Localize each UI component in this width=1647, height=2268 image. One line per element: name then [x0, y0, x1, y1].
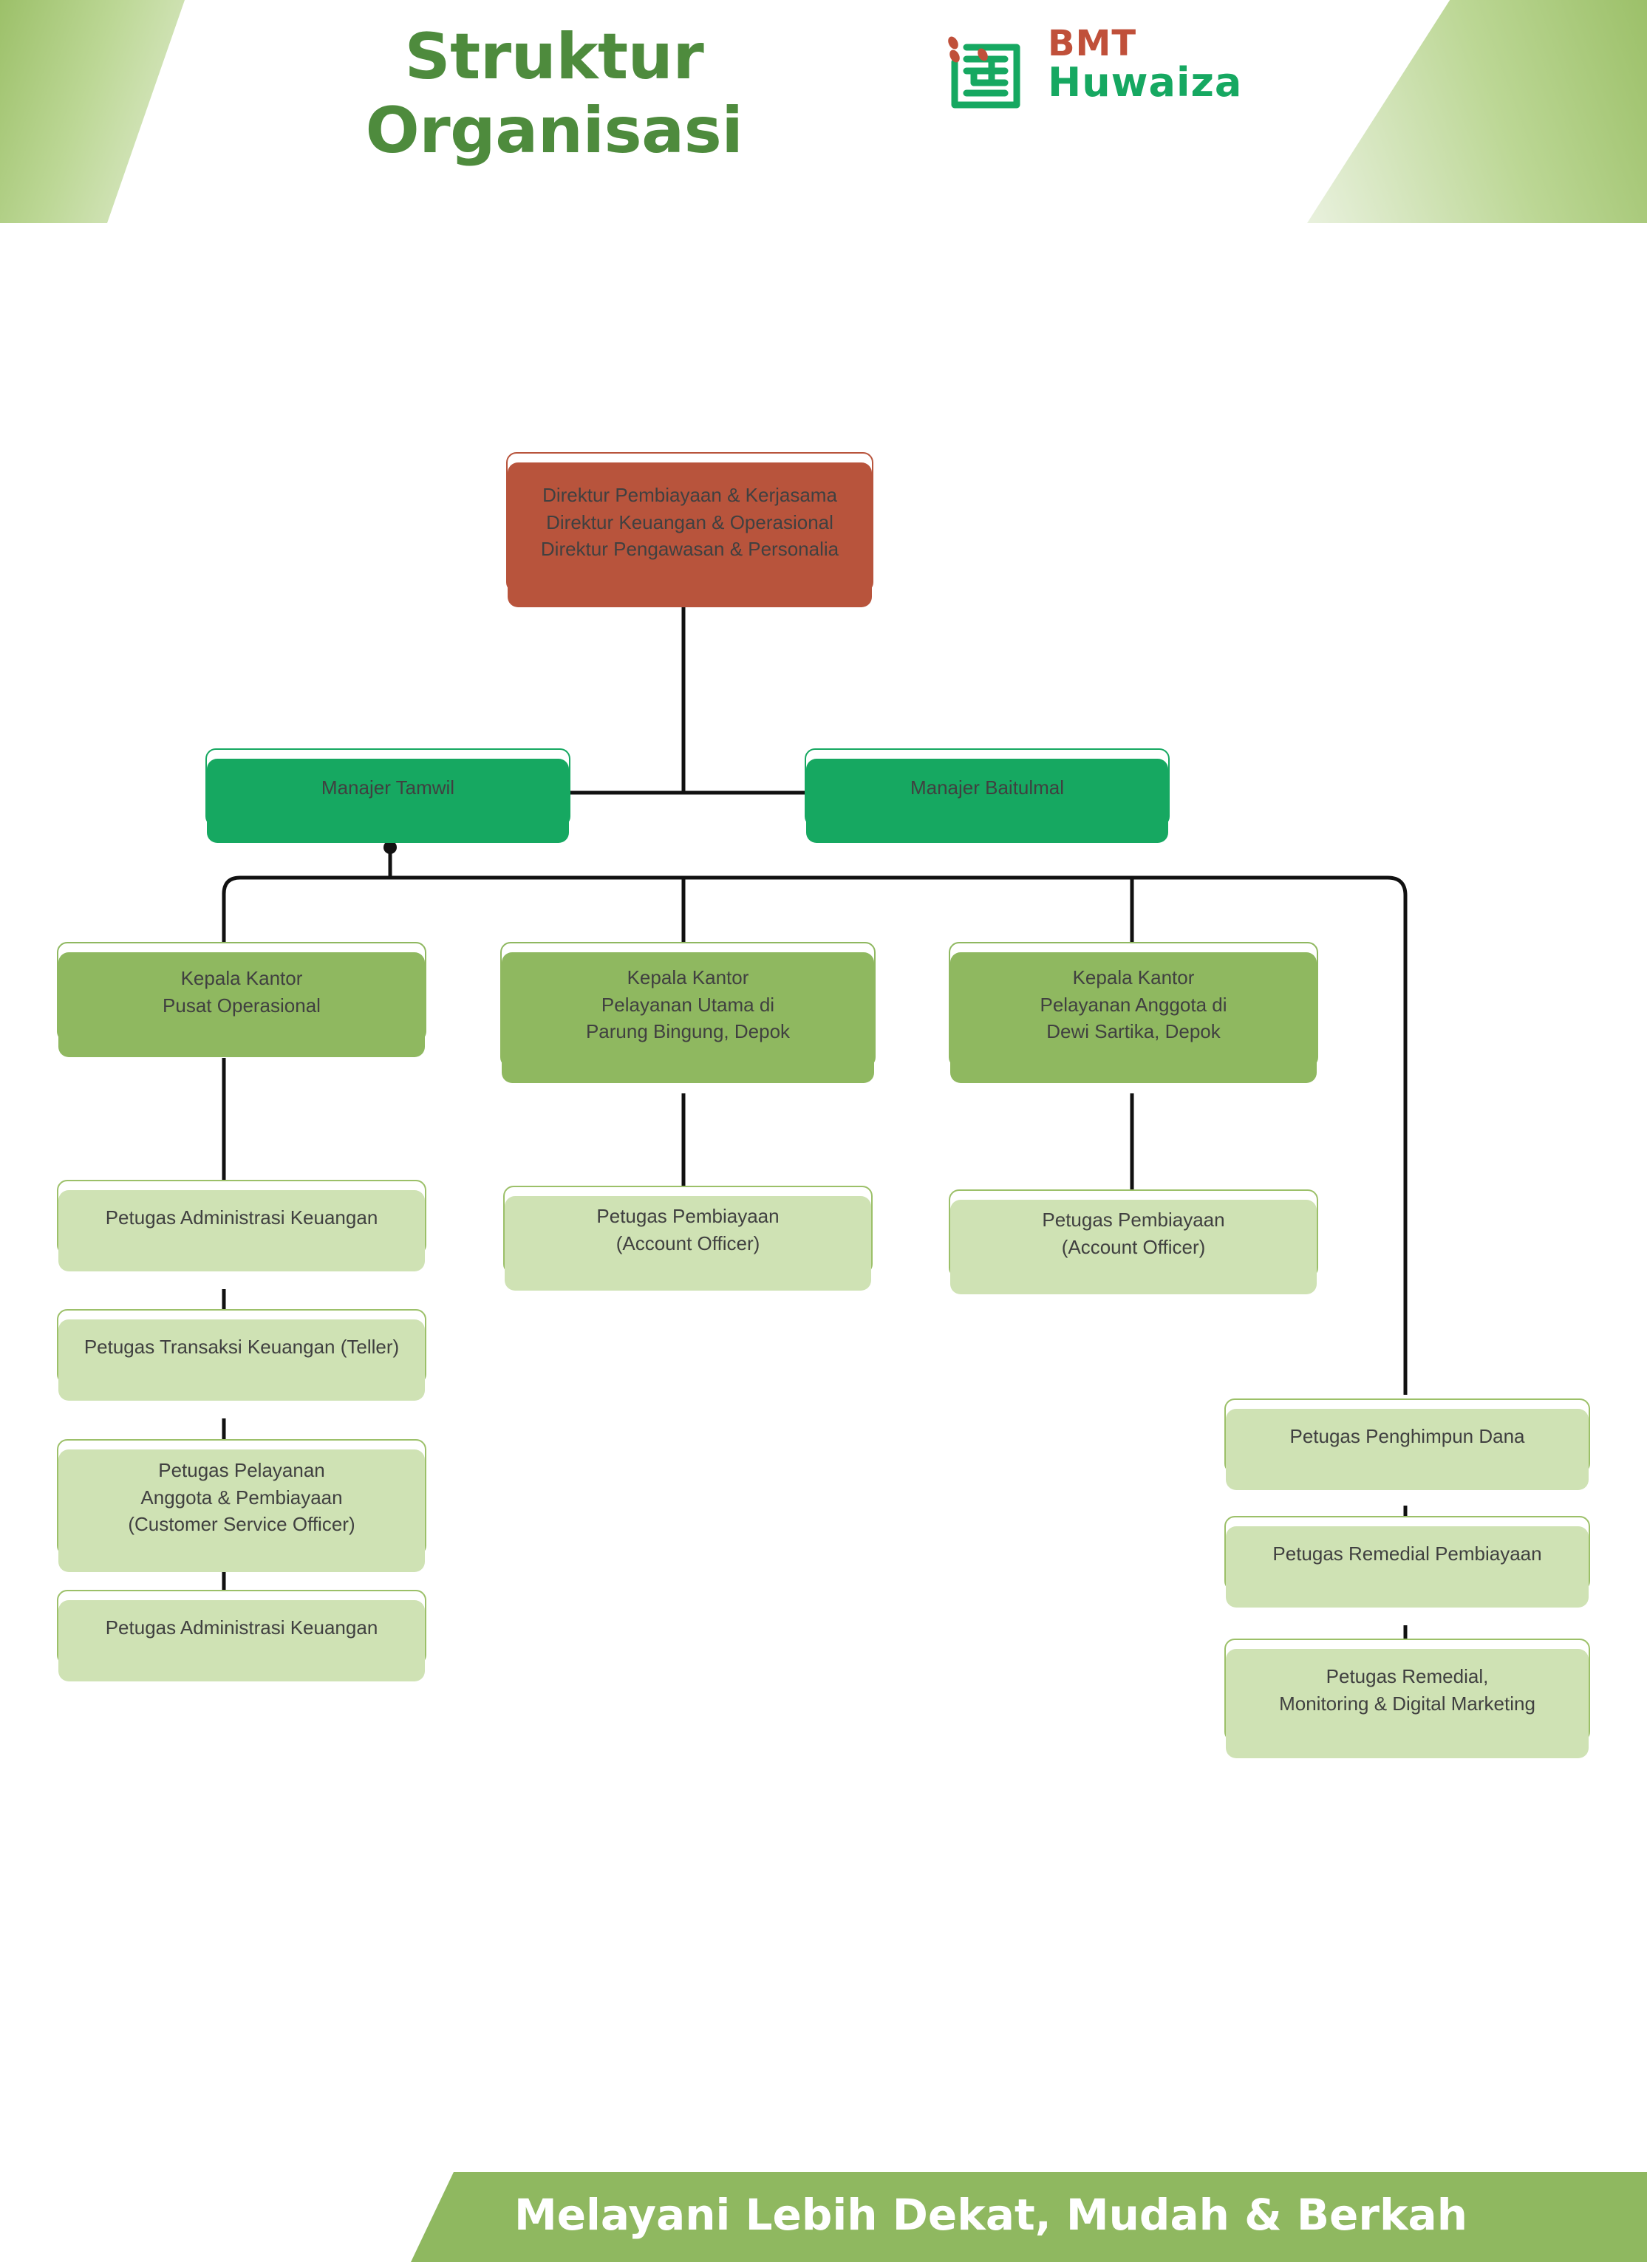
- node-remedial-pembiayaan-label: Petugas Remedial Pembiayaan: [1272, 1542, 1542, 1565]
- node-pelayanan-cso[interactable]: Petugas Pelayanan Anggota & Pembiayaan (…: [57, 1439, 426, 1572]
- node-kepala-kantor-dewi-sartika-label: Kepala Kantor Pelayanan Anggota di Dewi …: [1040, 966, 1227, 1043]
- footer-tagline: Melayani Lebih Dekat, Mudah & Berkah: [514, 2190, 1467, 2240]
- node-transaksi-teller[interactable]: Petugas Transaksi Keuangan (Teller): [57, 1309, 426, 1401]
- node-manajer-tamwil-label: Manajer Tamwil: [321, 776, 455, 799]
- page-title-line-1: Struktur: [404, 20, 704, 94]
- node-adm-keuangan-2[interactable]: Petugas Administrasi Keuangan: [57, 1590, 426, 1681]
- page-title-line-2: Organisasi: [365, 93, 743, 168]
- node-remedial-monitoring[interactable]: Petugas Remedial, Monitoring & Digital M…: [1224, 1639, 1590, 1758]
- node-adm-keuangan-1-label: Petugas Administrasi Keuangan: [105, 1206, 378, 1229]
- node-kepala-kantor-pusat[interactable]: Kepala Kantor Pusat Operasional: [57, 942, 426, 1057]
- node-pelayanan-cso-label: Petugas Pelayanan Anggota & Pembiayaan (…: [128, 1458, 355, 1536]
- brand-huwaiza-text: Huwaiza: [1048, 59, 1243, 106]
- node-adm-keuangan-1[interactable]: Petugas Administrasi Keuangan: [57, 1180, 426, 1271]
- node-kepala-kantor-parung-label: Kepala Kantor Pelayanan Utama di Parung …: [585, 966, 791, 1043]
- brand-logo: BMT Huwaiza: [944, 25, 1329, 117]
- node-ao-parung-label: Petugas Pembiayaan (Account Officer): [596, 1205, 780, 1254]
- node-adm-keuangan-2-label: Petugas Administrasi Keuangan: [105, 1616, 378, 1639]
- node-penghimpun-dana[interactable]: Petugas Penghimpun Dana: [1224, 1398, 1590, 1490]
- node-kepala-kantor-dewi-sartika[interactable]: Kepala Kantor Pelayanan Anggota di Dewi …: [949, 942, 1318, 1083]
- node-kepala-kantor-parung[interactable]: Kepala Kantor Pelayanan Utama di Parung …: [500, 942, 876, 1083]
- bmt-huwaiza-calligraphy-logo-icon: [948, 36, 1020, 109]
- footer-band: Melayani Lebih Dekat, Mudah & Berkah: [411, 2172, 1647, 2262]
- node-direksi-label: Direktur Pembiayaan & Kerjasama Direktur…: [540, 483, 839, 561]
- node-direksi[interactable]: Direktur Pembiayaan & Kerjasama Direktur…: [506, 452, 873, 607]
- node-transaksi-teller-label: Petugas Transaksi Keuangan (Teller): [83, 1335, 400, 1358]
- node-manajer-baitulmal[interactable]: Manajer Baitulmal: [805, 748, 1170, 843]
- node-remedial-pembiayaan[interactable]: Petugas Remedial Pembiayaan: [1224, 1516, 1590, 1608]
- node-ao-dewi-sartika-label: Petugas Pembiayaan (Account Officer): [1042, 1209, 1225, 1258]
- node-manajer-tamwil[interactable]: Manajer Tamwil: [205, 748, 570, 843]
- node-ao-parung[interactable]: Petugas Pembiayaan (Account Officer): [503, 1186, 873, 1291]
- brand-bmt-text: BMT: [1048, 23, 1137, 64]
- node-penghimpun-dana-label: Petugas Penghimpun Dana: [1289, 1424, 1525, 1447]
- node-ao-dewi-sartika[interactable]: Petugas Pembiayaan (Account Officer): [949, 1189, 1318, 1294]
- page-title: Struktur Organisasi: [288, 20, 820, 168]
- node-kepala-kantor-pusat-label: Kepala Kantor Pusat Operasional: [163, 966, 321, 1017]
- header-band: [0, 0, 1647, 223]
- node-remedial-monitoring-label: Petugas Remedial, Monitoring & Digital M…: [1279, 1665, 1535, 1715]
- brand-wordmark: BMT Huwaiza: [1048, 25, 1242, 104]
- node-manajer-baitulmal-label: Manajer Baitulmal: [910, 776, 1065, 799]
